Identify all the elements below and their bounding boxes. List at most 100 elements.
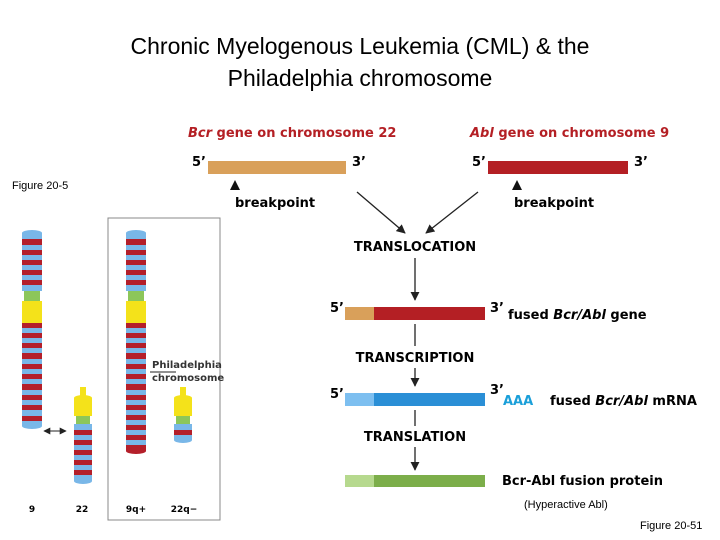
chromosome-band (22, 369, 42, 374)
chromosome-band (126, 374, 146, 379)
fused-gene-abl-segment (374, 307, 485, 320)
chromosome-band (22, 280, 42, 285)
chromosome-band (126, 343, 146, 348)
chromosome-band (126, 285, 146, 291)
chromosome-band (126, 420, 146, 425)
chromosome-band (126, 353, 146, 359)
chromosome-22q-minus (174, 395, 192, 443)
abl-breakpoint-label: breakpoint (514, 196, 594, 211)
chromosome-band (126, 430, 146, 435)
chromosome-band (24, 291, 40, 301)
chromosome-band (74, 430, 92, 435)
chromosome-band (22, 348, 42, 353)
chromosome-band (126, 395, 146, 400)
chromosome-band (22, 250, 42, 255)
mrna-label-prefix: fused (550, 394, 595, 409)
chromosome-band (22, 255, 42, 260)
abl-to-translocation-arrow (425, 191, 479, 234)
abl-gene-title: Abl gene on chromosome 9 (469, 126, 669, 141)
chromosome-band (128, 291, 144, 301)
chromosome-band (74, 440, 92, 445)
bcr-breakpoint-marker (230, 180, 240, 190)
chromosome-band (126, 435, 146, 440)
chromosome-band (174, 424, 192, 430)
chromosome-band (126, 369, 146, 374)
chromosome-band (22, 275, 42, 280)
chromosome-band (126, 390, 146, 395)
chromosome-cap-top (22, 230, 42, 236)
protein-bcr-segment (345, 475, 374, 487)
abl-breakpoint-marker (512, 180, 522, 190)
chromosome-band (76, 416, 90, 424)
derivative-chromosomes-box (107, 217, 221, 521)
chromosome-band (22, 285, 42, 291)
chromosome-band (126, 400, 146, 405)
chromosome-band (22, 374, 42, 379)
bcr-three-prime: 3’ (352, 155, 366, 170)
chromosome-band (126, 384, 146, 390)
fused-gene-three-prime: 3’ (490, 301, 504, 316)
chromosome-22 (74, 395, 92, 484)
chromosome-band (22, 343, 42, 348)
bcr-five-prime: 5’ (192, 155, 206, 170)
fused-gene-label-prefix: fused (508, 308, 553, 323)
fused-gene-label-suffix: gene (606, 308, 647, 323)
chromosome-band (74, 460, 92, 465)
chromosome-band (22, 333, 42, 338)
chromosome-band (22, 270, 42, 275)
chromosome-cap-bottom (74, 478, 92, 484)
chromosome-band (126, 364, 146, 369)
figure-label-bottom-right: Figure 20-51 (640, 520, 703, 532)
chromosome-band (126, 415, 146, 420)
chromosome-cap-top (174, 395, 192, 401)
chromosome-band (74, 465, 92, 470)
chromosome-band (22, 245, 42, 250)
abl-three-prime: 3’ (634, 155, 648, 170)
chromosome-label-22q-minus: 22q− (171, 505, 198, 515)
chromosome-band (74, 450, 92, 455)
chromosome-band (126, 270, 146, 275)
chromosome-band (126, 440, 146, 445)
chromosome-label-9: 9 (29, 505, 35, 515)
chromosome-cap-top (126, 230, 146, 236)
chromosome-band (174, 430, 192, 435)
chromosome-band (126, 359, 146, 364)
translation-label: TRANSLATION (364, 430, 466, 445)
chromosome-satellite (80, 387, 86, 396)
chromosome-band (126, 333, 146, 338)
chromosome-band (126, 239, 146, 245)
chromosome-band (22, 359, 42, 364)
chromosome-band (176, 416, 190, 424)
chromosome-band (174, 398, 192, 416)
abl-gene-italic: Abl (469, 126, 494, 141)
chromosome-band (126, 245, 146, 250)
chromosome-band (126, 280, 146, 285)
chromosome-band (22, 390, 42, 395)
chromosome-band (22, 353, 42, 359)
chromosome-band (126, 348, 146, 353)
chromosome-band (126, 379, 146, 384)
chromosome-panel: Philadelphia chromosome 9 22 9q+ 22q− (22, 217, 224, 521)
slide-title: Chronic Myelogenous Leukemia (CML) & the… (0, 30, 720, 94)
chromosome-band (22, 239, 42, 245)
mrna-group: 5’ 3’ AAA fused Bcr/Abl mRNA (330, 383, 697, 409)
philadelphia-label-line-2: chromosome (152, 373, 224, 384)
chromosome-band (126, 275, 146, 280)
protein-abl-segment (374, 475, 485, 487)
chromosome-cap-bottom (126, 448, 146, 454)
mrna-label-suffix: mRNA (648, 394, 697, 409)
chromosome-band (74, 435, 92, 440)
abl-five-prime: 5’ (472, 155, 486, 170)
chromosome-band (22, 379, 42, 384)
chromosome-label-9q-plus: 9q+ (126, 505, 146, 515)
mrna-three-prime: 3’ (490, 383, 504, 398)
chromosome-band (22, 395, 42, 400)
chromosome-cap-bottom (22, 423, 42, 429)
chromosome-band (126, 265, 146, 270)
chromosome-band (74, 424, 92, 430)
protein-note: (Hyperactive Abl) (524, 499, 608, 511)
chromosome-band (22, 338, 42, 343)
chromosome-band (22, 301, 42, 323)
bcr-gene-rest: gene on chromosome 22 (212, 126, 396, 141)
